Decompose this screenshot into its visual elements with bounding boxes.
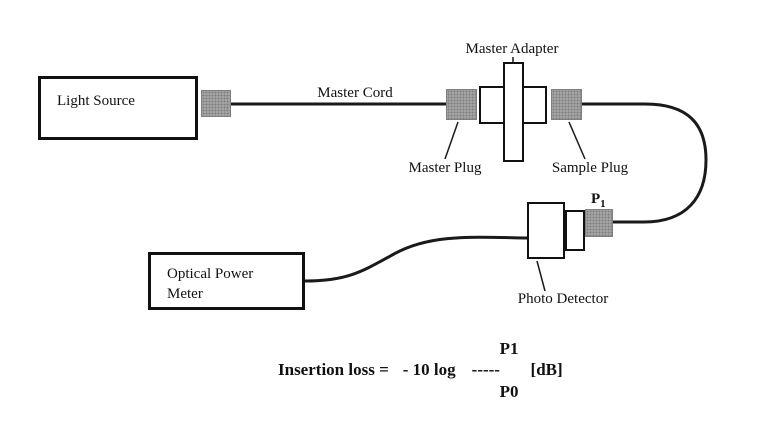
p1-label-base: P: [591, 191, 601, 207]
fraction-bar: -----: [471, 360, 500, 380]
master-plug: [446, 89, 477, 120]
master-cord-label: Master Cord: [317, 85, 393, 101]
sample-plug-label: Sample Plug: [551, 160, 629, 176]
meter-cord-line: [303, 235, 529, 283]
optical-power-meter-label-line2: Meter: [167, 286, 203, 303]
photo-detector-plug: [585, 209, 613, 237]
master-adapter-body: [503, 62, 524, 162]
light-source-label: Light Source: [57, 93, 135, 109]
sample-plug-pointer-line: [568, 121, 586, 160]
formula-fraction: P1 ----- P0: [472, 338, 519, 402]
sample-plug: [551, 89, 582, 120]
formula-expression: - 10 log: [402, 359, 456, 379]
photo-detector-label: Photo Detector: [517, 291, 609, 307]
optical-power-meter-label-line1: Optical Power: [167, 266, 254, 282]
photo-detector-body: [527, 202, 565, 259]
photo-detector-pointer-line: [536, 260, 546, 292]
master-plug-pointer-line: [444, 121, 459, 160]
fraction-numerator: P1: [499, 339, 519, 358]
optical-power-meter-box: Optical Power Meter: [148, 252, 305, 310]
insertion-loss-formula: Insertion loss = - 10 log P1 ----- P0 [d…: [278, 338, 563, 402]
p1-label: P1: [591, 191, 606, 211]
formula-lhs: Insertion loss =: [278, 359, 389, 379]
p1-label-subscript: 1: [600, 198, 606, 210]
sample-cord-line: [579, 102, 708, 224]
formula-unit: [dB]: [530, 359, 563, 379]
fraction-denominator: P0: [499, 381, 519, 401]
light-source-connector: [201, 90, 231, 117]
master-plug-label: Master Plug: [408, 160, 482, 176]
master-adapter-label: Master Adapter: [465, 41, 559, 57]
photo-detector-ferrule: [565, 210, 585, 251]
light-source-box: Light Source: [38, 76, 198, 140]
